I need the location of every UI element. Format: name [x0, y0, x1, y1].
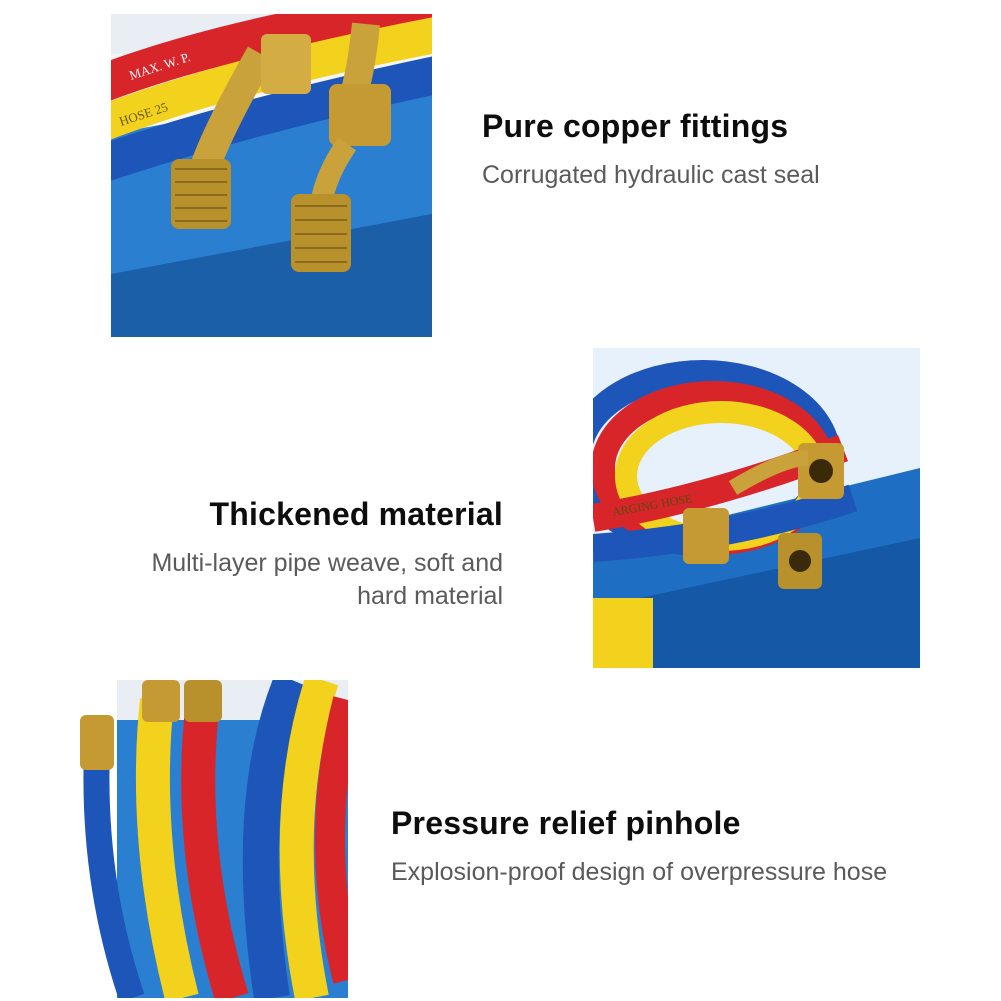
- feature-pressure-relief: Pressure relief pinhole Explosion-proof …: [391, 805, 887, 889]
- coiled-hoses-illustration: ARGING HOSE: [593, 348, 920, 668]
- product-photo-coiled-hoses: ARGING HOSE: [593, 348, 920, 668]
- hose-ends-illustration: [72, 680, 348, 998]
- product-photo-fittings: MAX. W. P. HOSE 25: [111, 14, 432, 337]
- feature-description: Corrugated hydraulic cast seal: [482, 161, 820, 189]
- feature-title: Pure copper fittings: [482, 108, 789, 144]
- feature-description: Multi-layer pipe weave, soft and hard ma…: [151, 549, 503, 610]
- product-photo-hose-ends: [72, 680, 348, 998]
- feature-title: Thickened material: [209, 496, 503, 532]
- feature-thickened-material: Thickened material Multi-layer pipe weav…: [123, 496, 503, 613]
- feature-copper-fittings: Pure copper fittings Corrugated hydrauli…: [482, 108, 820, 192]
- feature-title: Pressure relief pinhole: [391, 805, 741, 841]
- fittings-illustration: MAX. W. P. HOSE 25: [111, 14, 432, 337]
- feature-description: Explosion-proof design of overpressure h…: [391, 858, 888, 886]
